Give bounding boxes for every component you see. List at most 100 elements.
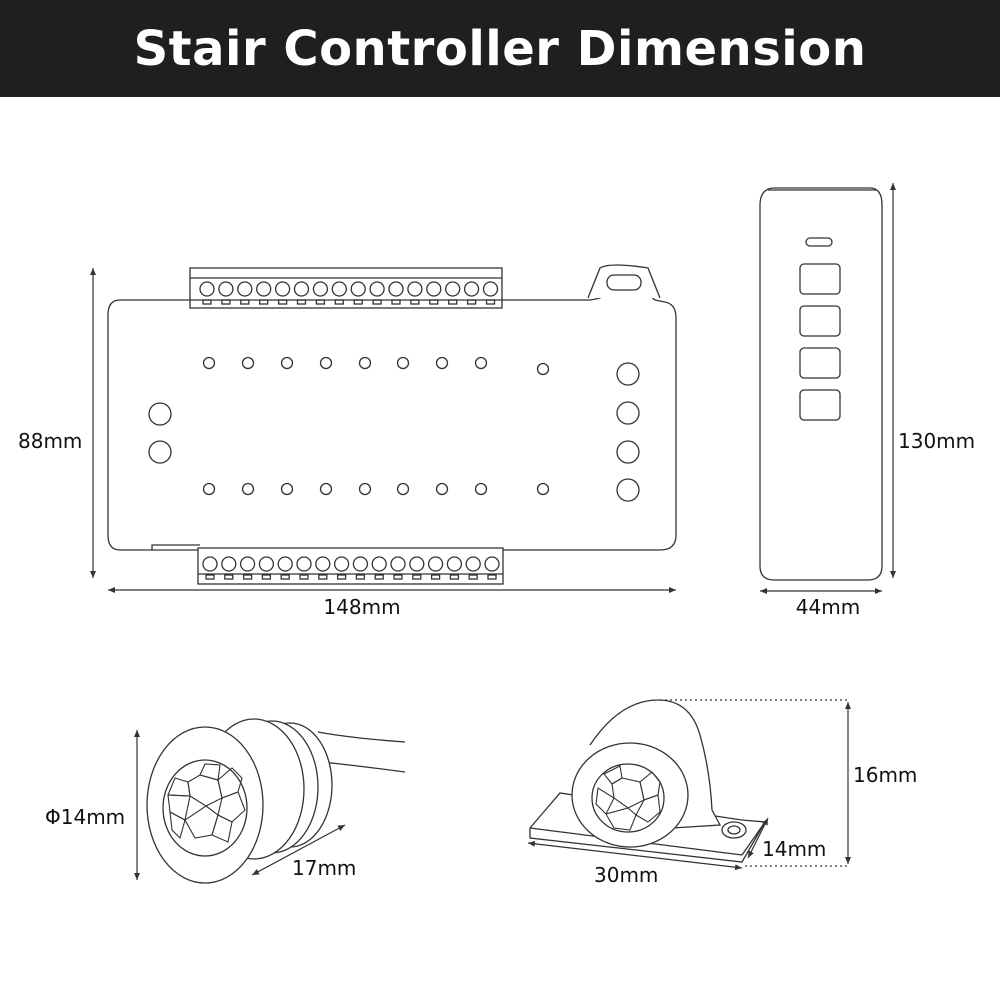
remote-button-3	[799, 347, 841, 379]
terminal-screw	[445, 281, 461, 297]
surface-sensor-width-label: 30mm	[594, 863, 658, 887]
terminal-slot	[466, 299, 477, 305]
terminal-screw	[202, 556, 218, 572]
led-indicators	[202, 356, 550, 496]
led-indicator	[396, 356, 410, 370]
led-indicator	[202, 482, 216, 496]
terminal-slot	[277, 299, 288, 305]
led-indicator	[536, 482, 550, 496]
terminal-screw	[484, 556, 500, 572]
terminal-slot	[315, 299, 326, 305]
controller-width-label: 148mm	[323, 595, 400, 619]
terminal-slot	[261, 574, 272, 580]
terminal-slot	[410, 299, 420, 305]
remote-button-1	[799, 263, 841, 295]
terminal-screw	[426, 281, 442, 297]
terminal-slot	[299, 574, 309, 580]
bottom-terminal-block	[197, 547, 504, 585]
surface-sensor-depth-label: 14mm	[762, 837, 826, 861]
terminal-slot	[374, 574, 384, 580]
round-sensor-dimensions	[134, 730, 346, 880]
terminal-slot	[448, 299, 458, 305]
led-indicator	[536, 362, 550, 376]
terminal-screw	[409, 556, 425, 572]
right-port-1	[616, 362, 640, 386]
controller-dimensions	[90, 268, 676, 593]
left-port-1	[148, 402, 172, 426]
terminal-slot	[334, 299, 344, 305]
terminal-slot	[224, 574, 234, 580]
terminal-screw	[239, 556, 256, 572]
remote-height-label: 130mm	[898, 429, 975, 453]
terminal-slot	[372, 299, 382, 305]
bottom-terminals	[202, 556, 500, 580]
led-indicator	[474, 482, 488, 496]
terminal-slot	[487, 574, 497, 580]
terminal-screw	[296, 556, 312, 572]
left-port-2	[148, 440, 172, 464]
terminal-screw	[199, 281, 215, 297]
terminal-screw	[256, 281, 272, 297]
terminal-screw	[371, 556, 387, 572]
terminal-slot	[412, 574, 422, 580]
terminal-screw	[293, 281, 310, 297]
terminal-slot	[353, 299, 363, 305]
led-indicator	[319, 482, 333, 496]
led-indicator	[241, 356, 255, 370]
led-indicator	[202, 356, 216, 370]
terminal-slot	[221, 299, 231, 305]
terminal-screw	[221, 556, 237, 572]
terminal-slot	[259, 299, 269, 305]
round-sensor-lens	[167, 763, 246, 843]
terminal-screw	[369, 281, 385, 297]
controller-drawing	[107, 264, 677, 585]
terminal-slot	[449, 574, 460, 580]
top-terminals	[199, 281, 499, 305]
terminal-screw	[390, 556, 406, 572]
terminal-screw	[407, 281, 423, 297]
terminal-screw	[388, 281, 404, 297]
terminal-screw	[218, 281, 234, 297]
remote-led-indicator	[805, 237, 833, 247]
surface-sensor-drawing	[529, 699, 767, 863]
terminal-slot	[202, 299, 212, 305]
terminal-slot	[240, 299, 250, 305]
round-sensor-drawing	[146, 718, 406, 884]
terminal-slot	[280, 574, 290, 580]
led-indicator	[435, 356, 449, 370]
page-title: Stair Controller Dimension	[133, 20, 867, 77]
terminal-slot	[468, 574, 478, 580]
terminal-screw	[427, 556, 444, 572]
terminal-slot	[355, 574, 366, 580]
terminal-screw	[482, 281, 499, 297]
terminal-screw	[258, 556, 275, 572]
controller-height-label: 88mm	[18, 429, 82, 453]
terminal-slot	[205, 574, 215, 580]
terminal-slot	[242, 574, 253, 580]
terminal-screw	[331, 281, 347, 297]
round-sensor-diameter-label: Φ14mm	[45, 805, 125, 829]
terminal-screw	[333, 556, 350, 572]
led-indicator	[358, 356, 372, 370]
terminal-screw	[446, 556, 463, 572]
terminal-screw	[237, 281, 253, 297]
terminal-slot	[429, 299, 439, 305]
led-indicator	[435, 482, 449, 496]
surface-sensor-dimensions	[527, 699, 851, 871]
terminal-screw	[350, 281, 366, 297]
right-port-2	[616, 401, 640, 425]
led-indicator	[358, 482, 372, 496]
remote-button-2	[799, 305, 841, 337]
terminal-slot	[393, 574, 403, 580]
terminal-screw	[465, 556, 481, 572]
terminal-screw	[315, 556, 331, 572]
right-port-4	[616, 478, 640, 502]
terminal-screw	[352, 556, 369, 572]
led-indicator	[319, 356, 333, 370]
title-bar: Stair Controller Dimension	[0, 0, 1000, 97]
terminal-slot	[318, 574, 328, 580]
terminal-slot	[391, 299, 401, 305]
terminal-slot	[336, 574, 347, 580]
terminal-slot	[430, 574, 441, 580]
